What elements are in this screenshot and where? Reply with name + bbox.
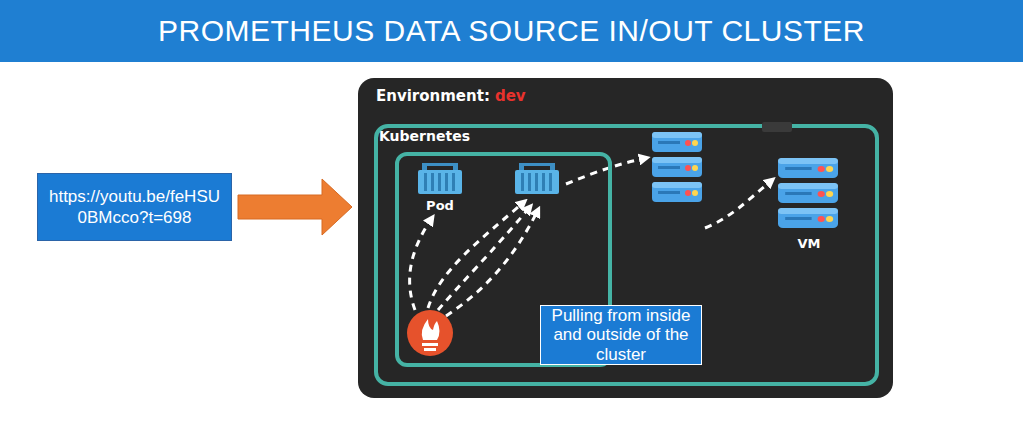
environment-label: Environment: — [376, 87, 490, 105]
callout-text: Pulling from inside and outside of the c… — [552, 306, 691, 363]
block-arrow — [238, 179, 352, 235]
pod-label: Pod — [426, 198, 454, 213]
environment-name: dev — [495, 87, 526, 105]
title-banner: PROMETHEUS DATA SOURCE IN/OUT CLUSTER — [0, 0, 1023, 62]
link-box: https://youtu.be/feHSU0BMcco?t=698 — [37, 173, 232, 241]
title-text: PROMETHEUS DATA SOURCE IN/OUT CLUSTER — [158, 14, 865, 48]
vm-label: VM — [798, 236, 821, 251]
url-text: https://youtu.be/feHSU0BMcco?t=698 — [49, 187, 220, 227]
cluster-name: Kubernetes — [379, 128, 470, 144]
callout-box: Pulling from inside and outside of the c… — [540, 305, 702, 365]
